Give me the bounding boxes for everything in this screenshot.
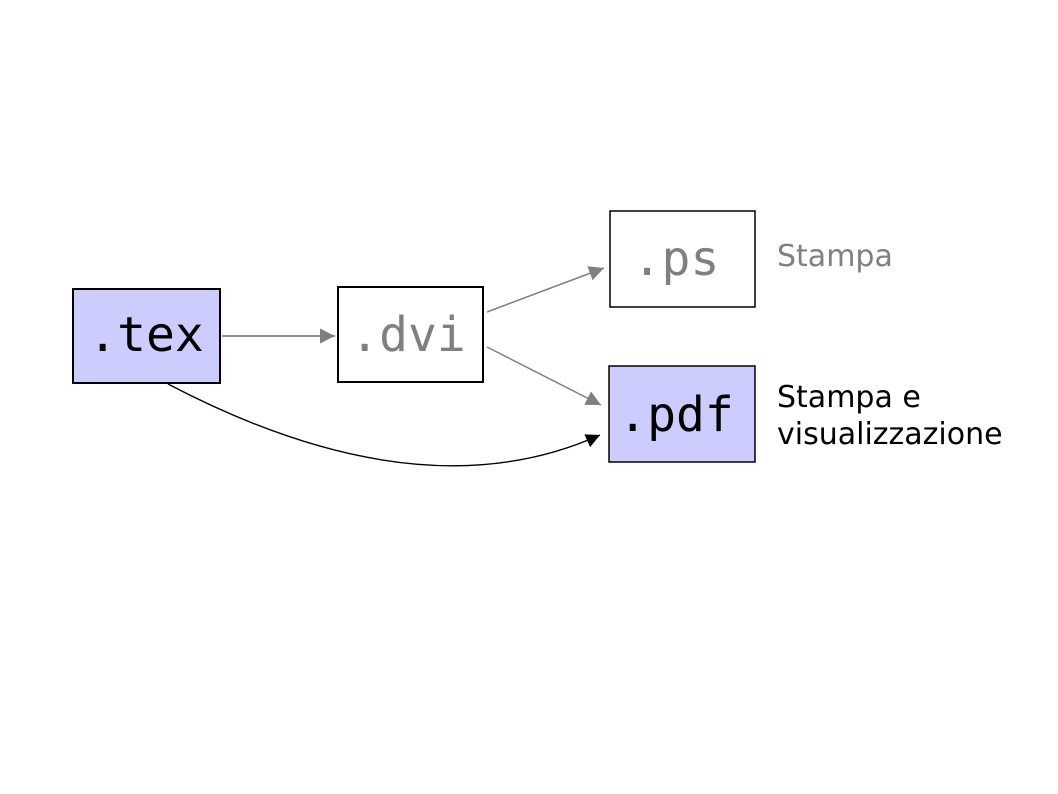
edge-tex-to-pdf-curved <box>167 383 601 467</box>
node-ps-label: .ps <box>633 231 720 287</box>
node-ps: .ps <box>609 210 756 308</box>
node-dvi-box <box>337 286 484 383</box>
node-tex-box <box>72 288 221 384</box>
node-ps-box <box>609 210 756 308</box>
annotation-pdf-line1: Stampa e <box>777 380 921 415</box>
annotation-pdf-line2: visualizzazione <box>777 417 1003 452</box>
edge-dvi-to-ps <box>486 266 605 313</box>
node-dvi: .dvi <box>337 286 484 383</box>
node-pdf-box <box>608 365 756 463</box>
edge-dvi-to-pdf <box>486 346 602 406</box>
node-pdf-label: .pdf <box>618 387 734 443</box>
node-tex: .tex <box>72 288 221 384</box>
node-pdf: .pdf <box>608 365 756 463</box>
node-tex-label: .tex <box>88 307 204 363</box>
annotation-ps-stampa: Stampa <box>777 239 893 274</box>
node-dvi-label: .dvi <box>350 307 466 363</box>
